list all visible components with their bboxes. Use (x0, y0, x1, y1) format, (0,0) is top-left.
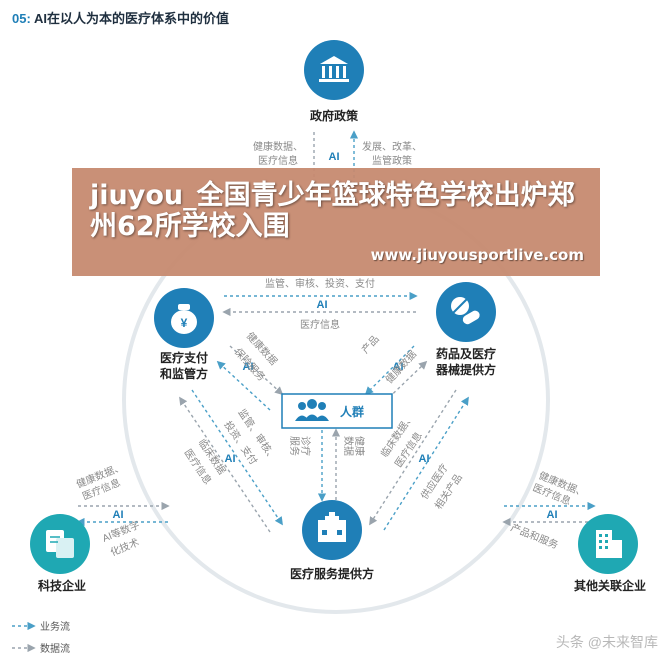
ai-label-drug-people: AI (393, 361, 404, 373)
drug-label-2: 器械提供方 (435, 362, 496, 377)
ai-label-pay-people: AI (243, 361, 254, 373)
watermark: 头条 @未来智库 (555, 634, 658, 650)
other-node (578, 514, 638, 574)
service-label: 医疗服务提供方 (290, 566, 374, 581)
pay-label-1: 医疗支付 (160, 350, 208, 365)
pay-service-arrow-1 (191, 389, 283, 526)
pay-node: ¥ (154, 288, 214, 348)
drug-people-label-2: 健康数据 (383, 348, 419, 386)
gov-right-label-1: 发展、改革、 (362, 140, 422, 153)
ai-label-gov: AI (329, 151, 340, 163)
pay-service-arrow-2 (179, 396, 271, 533)
service-people-label-2: 数据 (342, 436, 355, 456)
money-bag-icon: ¥ (171, 304, 197, 334)
banner-url[interactable]: www.jiuyousportlive.com (370, 246, 584, 264)
pay-drug-top-label: 监管、审核、投资、支付 (265, 277, 375, 290)
drug-node (436, 282, 496, 342)
legend: 业务流 数据流 (12, 620, 70, 655)
pills-icon (451, 297, 480, 325)
other-label: 其他关联企业 (574, 578, 646, 593)
service-people-label-1: 健康 (353, 436, 366, 456)
tech-node (30, 514, 90, 574)
legend-business-label: 业务流 (40, 620, 70, 633)
gov-left-label-1: 健康数据、 (253, 140, 303, 153)
people-group-icon (295, 399, 329, 421)
gov-left-label-2: 医疗信息 (258, 154, 298, 167)
drug-people-label-1: 产品 (359, 332, 382, 356)
gov-right-label-2: 监管政策 (372, 154, 412, 167)
hospital-icon (318, 512, 346, 542)
people-label: 人群 (340, 404, 364, 419)
people-node (281, 393, 393, 429)
ai-label-drug-service: AI (419, 453, 430, 465)
gov-node (304, 40, 364, 100)
ai-label-pay-service: AI (225, 453, 236, 465)
ai-label-pay-drug: AI (317, 299, 328, 311)
drug-service-arrow-1 (369, 389, 457, 526)
document-transfer-icon (46, 530, 74, 558)
gov-label: 政府政策 (310, 108, 359, 123)
office-building-icon (596, 530, 622, 558)
pay-label-2: 和监管方 (159, 366, 208, 381)
svg-text:¥: ¥ (181, 316, 188, 330)
government-building-icon (319, 56, 349, 82)
service-node (302, 500, 362, 560)
figure-number: 05: (12, 11, 31, 26)
banner-title: jiuyou_全国青少年篮球特色学校出炉郑州62所学校入围 (90, 180, 575, 242)
ai-label-tech: AI (113, 509, 124, 521)
people-service-label-1: 诊疗 (299, 436, 312, 456)
other-label-3: 产品和服务 (509, 521, 560, 552)
drug-service-arrow-2 (383, 396, 469, 531)
drug-label-1: 药品及医疗 (436, 346, 496, 361)
ai-label-other: AI (547, 509, 558, 521)
figure-title: 05: AI在以人为本的医疗体系中的价值 (12, 8, 229, 27)
overlay-banner: jiuyou_全国青少年篮球特色学校出炉郑州62所学校入围 www.jiuyou… (72, 168, 600, 276)
figure-title-text: AI在以人为本的医疗体系中的价值 (33, 11, 229, 26)
legend-data-label: 数据流 (40, 642, 70, 655)
drug-people-arrow-1 (364, 345, 415, 396)
pay-drug-bottom-label: 医疗信息 (300, 318, 340, 331)
people-service-label-2: 服务 (288, 436, 301, 456)
tech-label: 科技企业 (38, 578, 86, 593)
